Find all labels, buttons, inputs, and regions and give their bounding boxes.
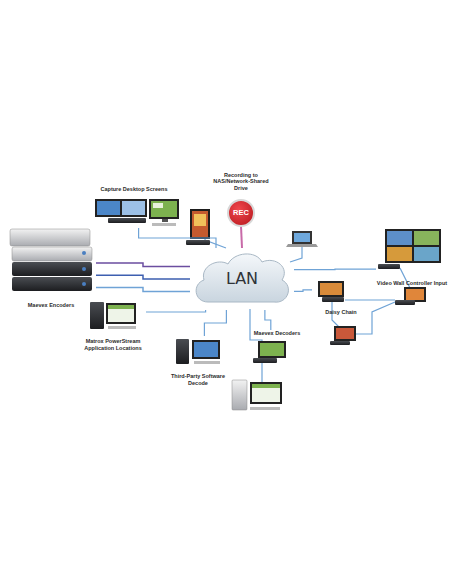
device-label: Capture Desktop Screens <box>101 186 168 192</box>
recording-drive: Recording to NAS/Network-Shared DriveREC <box>206 172 276 226</box>
network-cable <box>294 290 312 292</box>
record-badge: REC <box>227 199 255 227</box>
device-label: Matrox PowerStream Application Locations <box>80 338 146 351</box>
network-cable <box>96 275 190 279</box>
lan-cloud: LAN <box>190 248 294 310</box>
encoder-rack: Maevex Encoders <box>6 226 96 308</box>
network-cable <box>265 310 271 330</box>
video-wall: Video Wall Controller Input <box>376 226 448 286</box>
cloud-outline <box>196 254 288 302</box>
network-cable <box>96 288 190 292</box>
device-label: Maevex Encoders <box>28 302 74 308</box>
device-label: Third-Party Software Decode <box>166 373 230 386</box>
daisy-chain: Daisy Chain <box>312 279 370 315</box>
capture-screens: Capture Desktop Screens <box>88 186 180 228</box>
network-cable <box>294 269 376 271</box>
decoder-display: Maevex Decoders <box>246 330 308 364</box>
software-decoder: Third-Party Software Decode <box>166 336 230 386</box>
device-label: Maevex Decoders <box>254 330 300 336</box>
device-label: Recording to NAS/Network-Shared Drive <box>206 172 276 191</box>
network-cable <box>146 310 206 312</box>
network-cable <box>96 263 190 267</box>
network-cable <box>204 310 226 336</box>
network-cable <box>241 226 242 248</box>
device-label: Video Wall Controller Input <box>377 280 447 286</box>
network-name: LAN <box>226 270 258 288</box>
powerstream-pc: Matrox PowerStream Application Locations <box>80 299 146 351</box>
network-cable <box>139 228 216 248</box>
device-label: Daisy Chain <box>325 309 356 315</box>
